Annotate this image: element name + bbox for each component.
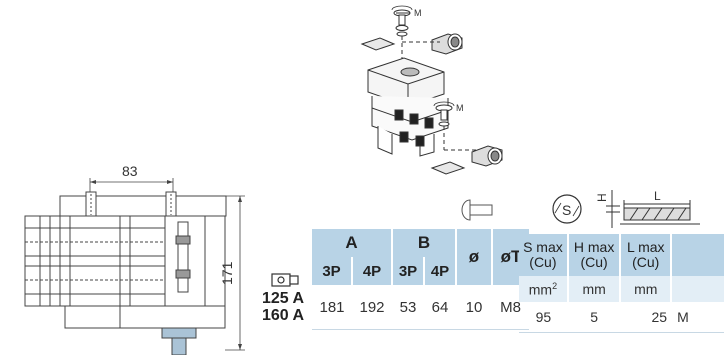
cable-lug-bottom-icon	[471, 145, 503, 167]
sub-3p-a: 3P	[312, 257, 353, 285]
label-h: H	[595, 193, 609, 202]
sub-4p-b: 4P	[424, 257, 457, 285]
busbar-table: S max(Cu) H max(Cu) L max(Cu) mm2 mm mm …	[519, 234, 724, 333]
rating-125a: 125 A	[262, 290, 305, 308]
label-m-top: M	[414, 8, 422, 18]
header-l-max: L max(Cu)	[620, 234, 673, 276]
sub-3p-b: 3P	[392, 257, 425, 285]
dim-height-171: 171	[219, 261, 235, 285]
dim-width-83: 83	[122, 163, 138, 179]
header-s-max: S max(Cu)	[519, 234, 569, 276]
value-diameter: 10	[456, 285, 492, 330]
terminal-plate-top	[360, 37, 396, 51]
mid-screw-icon	[433, 101, 455, 127]
unit-s: mm2	[519, 276, 569, 302]
top-screw-icon	[391, 5, 413, 31]
unit-h: mm	[567, 276, 622, 302]
header-h-max: H max(Cu)	[567, 234, 622, 276]
rating-cell: 125 A 160 A	[262, 285, 312, 330]
label-l: L	[654, 189, 661, 203]
value-l-max: 25	[620, 302, 672, 333]
unit-l: mm	[620, 276, 673, 302]
washer-top	[396, 31, 408, 37]
rating-160a: 160 A	[262, 307, 305, 325]
sub-4p-a: 4P	[352, 257, 393, 285]
value-s-max: 95	[519, 302, 568, 333]
value-h-max: 5	[567, 302, 621, 333]
col-diameter-header: ø	[456, 229, 493, 285]
terminal-plate-bottom	[430, 161, 466, 175]
unit-screw	[671, 276, 724, 302]
value-b-3p: 53	[392, 285, 424, 330]
cable-lug-top-icon	[431, 33, 463, 55]
label-s: S	[562, 202, 571, 218]
col-a-header: A	[312, 229, 393, 257]
value-screw: M	[671, 302, 724, 333]
terminal-body	[367, 57, 449, 157]
cable-lug-icon	[271, 273, 299, 287]
label-m-mid: M	[456, 103, 464, 113]
busbar-dimension-icon	[606, 190, 700, 228]
value-a-3p: 181	[312, 285, 352, 330]
front-view-drawing	[24, 178, 245, 355]
col-b-header: B	[392, 229, 457, 257]
value-b-4p: 64	[424, 285, 456, 330]
header-screw	[671, 234, 724, 276]
busbar-section-icon	[552, 194, 582, 224]
exploded-assembly-drawing	[360, 5, 503, 175]
value-a-4p: 192	[352, 285, 392, 330]
screw-icon	[461, 199, 493, 221]
dimension-table-a: A B ø øT 3P 4P 3P 4P 125 A 160 A 181 192…	[262, 229, 529, 330]
